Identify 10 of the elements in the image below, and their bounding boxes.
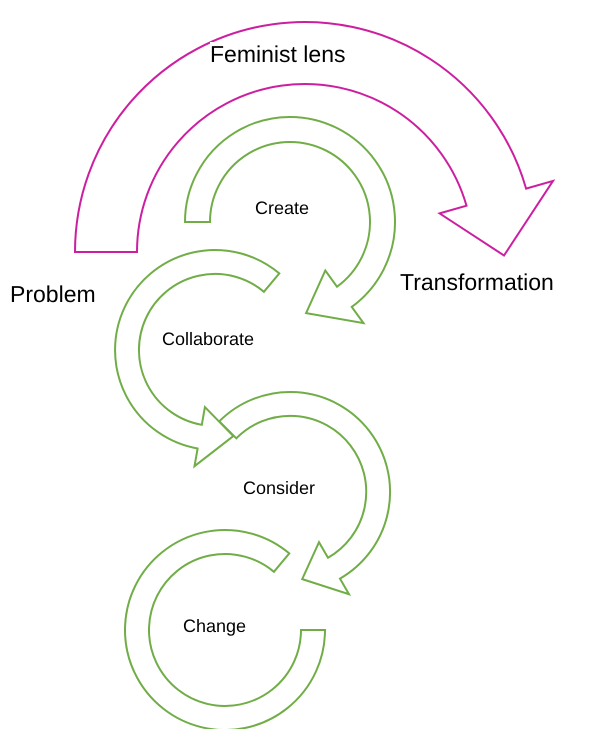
node-label: Create	[255, 199, 310, 219]
curved-block-arrow	[184, 116, 396, 324]
curved-block-arrow	[114, 249, 280, 468]
node-label: Transformation	[400, 270, 554, 296]
node-label: Collaborate	[162, 330, 254, 350]
curved-block-arrow	[218, 391, 391, 596]
node-label: Consider	[243, 479, 316, 499]
curved-block-arrow	[74, 21, 554, 256]
node-label: Change	[183, 617, 246, 637]
node-label: Problem	[10, 282, 96, 308]
